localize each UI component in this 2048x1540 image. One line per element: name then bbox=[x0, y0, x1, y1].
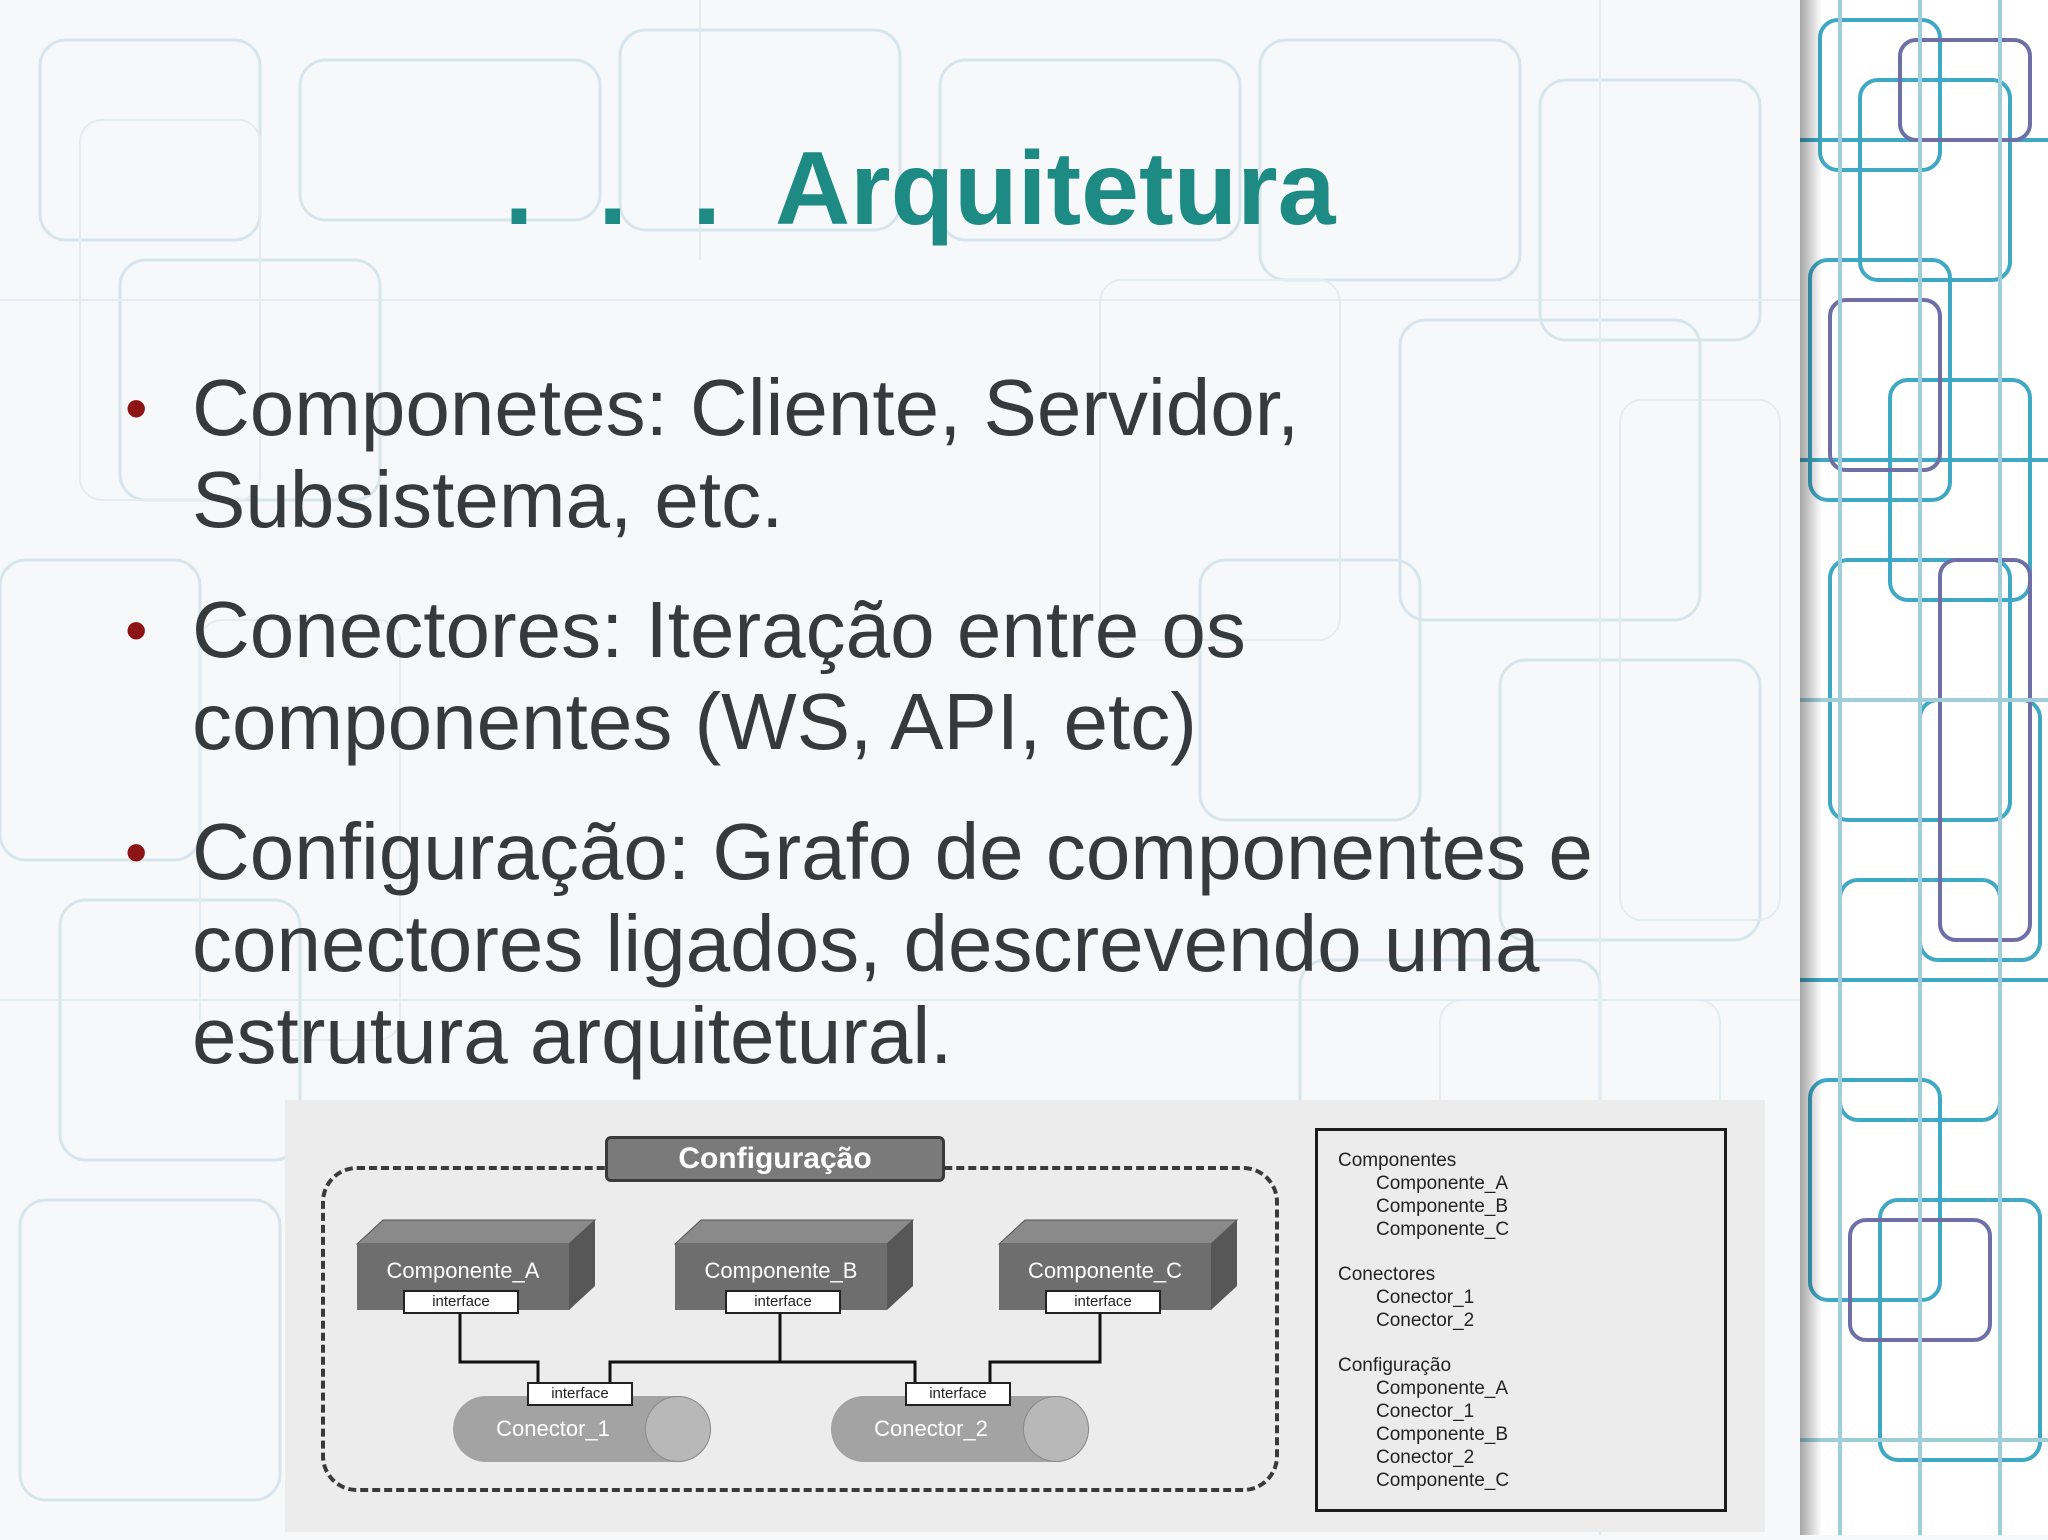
legend-heading: Conectores bbox=[1338, 1264, 1436, 1285]
bullet-item: • Componetes: Cliente, Servidor, Subsist… bbox=[125, 362, 1685, 546]
bullet-text: Conectores: Iteração entre os componente… bbox=[192, 585, 1246, 766]
legend-item: Componente_C bbox=[1376, 1219, 1510, 1240]
legend-heading: Componentes bbox=[1338, 1150, 1457, 1171]
legend-item: Conector_2 bbox=[1376, 1310, 1475, 1331]
bullet-text: Configuração: Grafo de componentes e con… bbox=[192, 807, 1593, 1080]
legend-heading: Configuração bbox=[1338, 1355, 1452, 1376]
connector-name: Conector_1 bbox=[496, 1416, 610, 1441]
legend-item: Componente_B bbox=[1376, 1196, 1509, 1217]
connector-end bbox=[1023, 1396, 1089, 1462]
diagram-wiring bbox=[355, 1219, 1239, 1390]
bullet-text: Componetes: Cliente, Servidor, Subsistem… bbox=[192, 363, 1300, 544]
panel-shadow bbox=[1800, 0, 1822, 1535]
legend-item: Conector_1 bbox=[1376, 1401, 1475, 1422]
title-ellipsis: . . . bbox=[504, 131, 739, 247]
bullet-item: • Conectores: Iteração entre os componen… bbox=[125, 584, 1685, 768]
connector-shape: Conector_2 bbox=[831, 1396, 1089, 1462]
connector-name: Conector_2 bbox=[874, 1416, 988, 1441]
diagram-legend: Componentes Componente_A Componente_B Co… bbox=[1315, 1128, 1727, 1512]
configuration-label: Configuração bbox=[605, 1136, 945, 1182]
architecture-diagram: Configuração Componente_A Componente_B C… bbox=[285, 1100, 1765, 1532]
bullet-marker: • bbox=[125, 594, 148, 666]
legend-item: Componente_A bbox=[1376, 1378, 1509, 1399]
side-panel-pattern bbox=[1800, 0, 2048, 1535]
legend-item: Componente_C bbox=[1376, 1470, 1510, 1491]
interface-label: interface bbox=[527, 1382, 633, 1406]
legend-item: Conector_1 bbox=[1376, 1287, 1475, 1308]
connector-shape: Conector_1 bbox=[453, 1396, 711, 1462]
interface-label: interface bbox=[725, 1290, 841, 1314]
interface-label: interface bbox=[1045, 1290, 1161, 1314]
interface-label: interface bbox=[905, 1382, 1011, 1406]
bullet-item: • Configuração: Grafo de componentes e c… bbox=[125, 806, 1685, 1082]
legend-item: Componente_A bbox=[1376, 1173, 1509, 1194]
bullet-marker: • bbox=[125, 816, 148, 888]
interface-label: interface bbox=[403, 1290, 519, 1314]
connector-end bbox=[645, 1396, 711, 1462]
legend-item: Conector_2 bbox=[1376, 1447, 1475, 1468]
slide-title: . . . Arquitetura bbox=[0, 130, 1840, 249]
component-name: Componente_A bbox=[386, 1258, 540, 1283]
bullet-marker: • bbox=[125, 372, 148, 444]
legend-item: Componente_B bbox=[1376, 1424, 1509, 1445]
component-name: Componente_C bbox=[1027, 1258, 1183, 1283]
decorative-side-panel bbox=[1800, 0, 2048, 1535]
component-name: Componente_B bbox=[704, 1258, 858, 1283]
title-text: Arquitetura bbox=[775, 131, 1336, 247]
component-block: Componente_B bbox=[675, 1220, 911, 1310]
